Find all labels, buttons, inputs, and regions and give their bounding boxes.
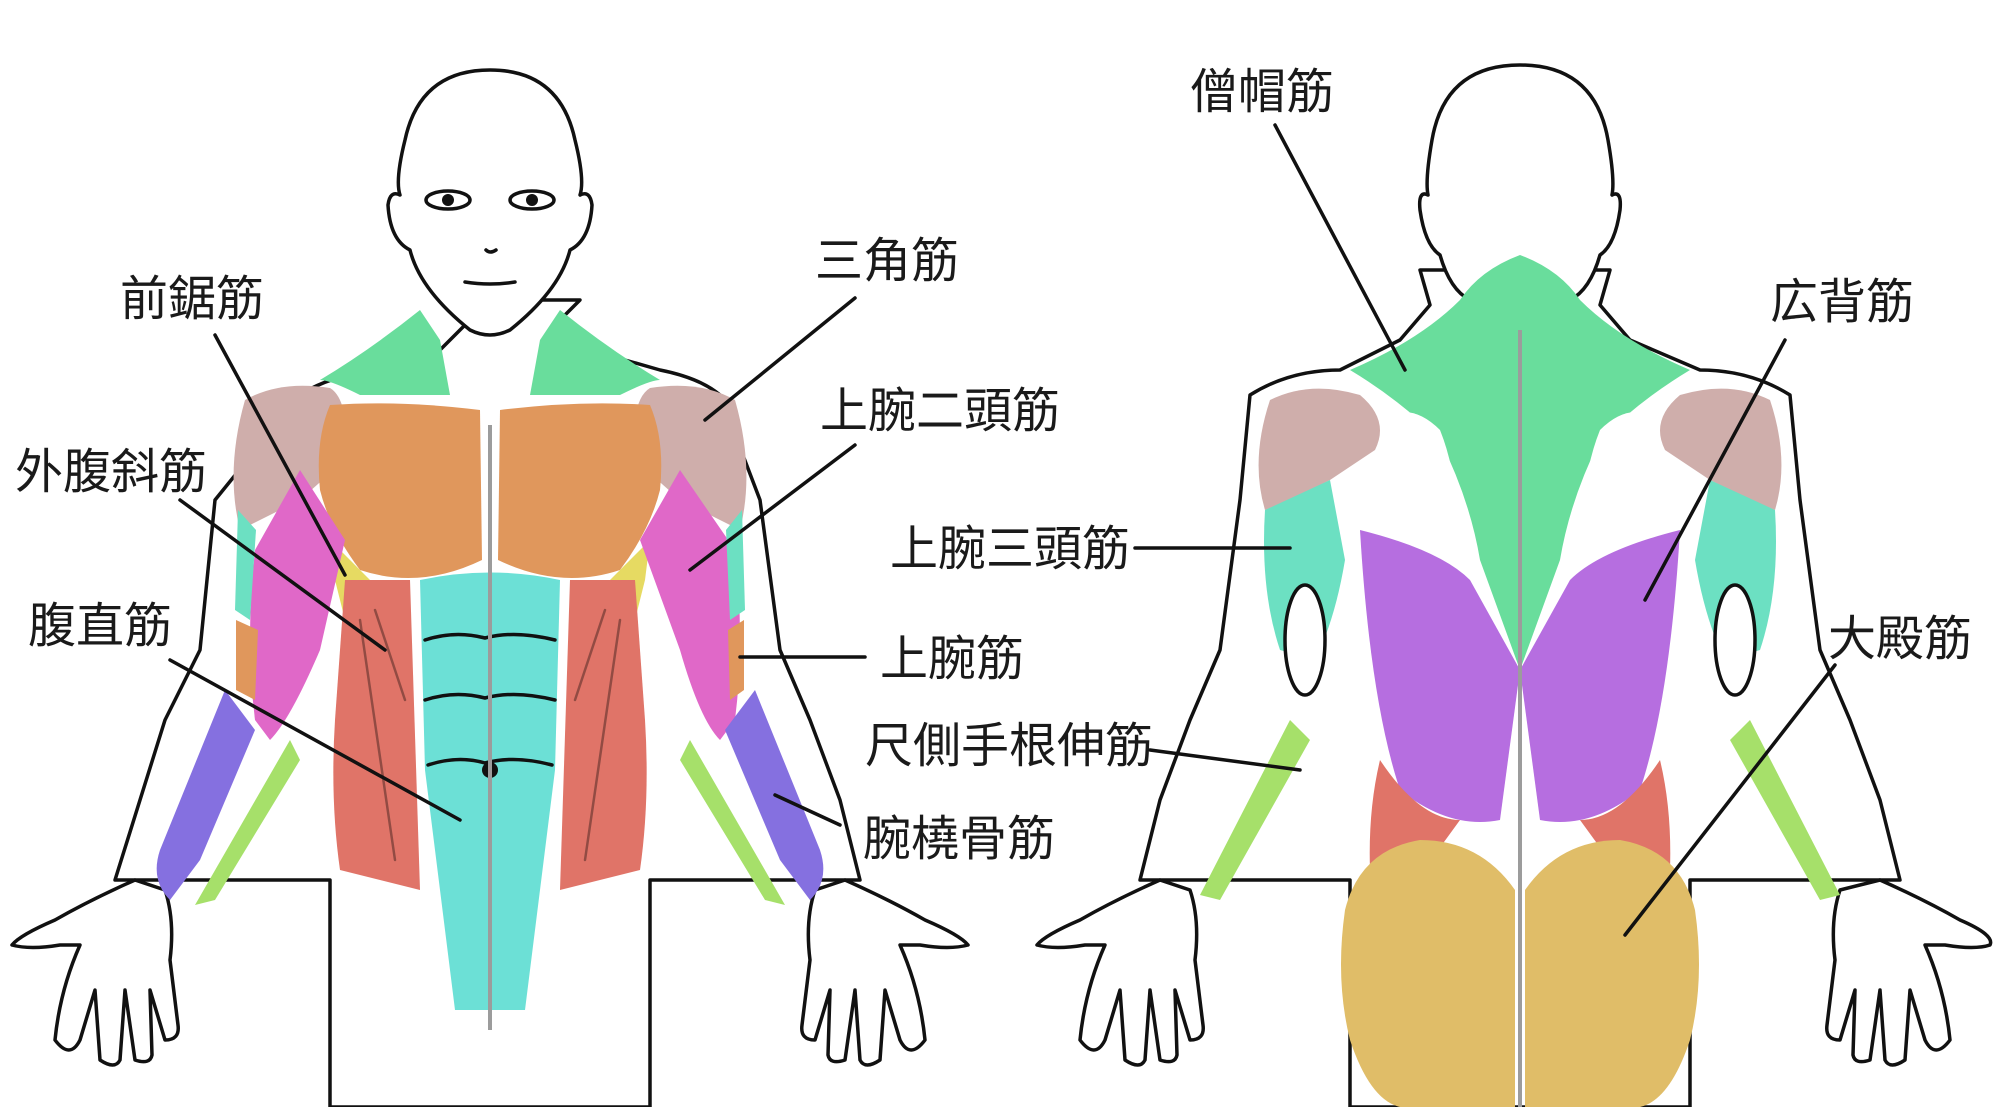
- labels: 前鋸筋 三角筋 上腕二頭筋 外腹斜筋 腹直筋 上腕筋 腕橈骨筋 上腕三頭筋 尺側…: [15, 64, 1972, 867]
- label-rectus-abdominis: 腹直筋: [28, 598, 172, 654]
- back-latissimus-right: [1520, 530, 1680, 822]
- leader-lines: [168, 123, 1837, 937]
- front-pectoral-right: [498, 403, 662, 578]
- label-brachioradialis: 腕橈骨筋: [863, 811, 1055, 867]
- back-deltoid-left: [1258, 388, 1380, 510]
- back-gluteus-right: [1525, 840, 1699, 1107]
- front-oblique-detail-l1: [358, 618, 397, 862]
- leader-brachioradialis: [773, 793, 842, 827]
- back-scapula-right: [1584, 412, 1669, 540]
- front-oblique-detail-r2: [573, 608, 607, 702]
- back-elbow-right: [1713, 583, 1757, 697]
- label-deltoid: 三角筋: [815, 233, 959, 289]
- front-brachialis-left: [236, 620, 258, 700]
- label-serratus-anterior: 前鋸筋: [120, 271, 264, 327]
- label-latissimus-dorsi: 広背筋: [1770, 274, 1914, 330]
- label-trapezius: 僧帽筋: [1190, 64, 1334, 120]
- leader-serratus: [213, 333, 347, 577]
- front-oblique-detail-r1: [583, 618, 622, 862]
- front-trapezius: [320, 310, 450, 395]
- front-figure: [10, 68, 970, 1107]
- front-left-pupil: [442, 194, 454, 206]
- front-left-hand: [10, 878, 180, 1067]
- back-left-hand: [1035, 878, 1205, 1067]
- leader-oblique: [178, 498, 387, 652]
- front-abs-line-1: [423, 632, 557, 642]
- front-oblique-right: [560, 580, 647, 890]
- label-extensor-carpi-ulnaris: 尺側手根伸筋: [865, 718, 1153, 774]
- leader-rectus: [168, 658, 462, 822]
- front-head: [386, 68, 594, 337]
- label-triceps: 上腕三頭筋: [890, 521, 1130, 577]
- front-forearm-green-left: [195, 740, 300, 905]
- front-deltoid-right: [634, 385, 747, 530]
- front-trapezius-right: [530, 310, 660, 395]
- leader-biceps: [688, 443, 857, 572]
- front-right-pupil: [526, 194, 538, 206]
- label-gluteus-maximus: 大殿筋: [1828, 611, 1972, 667]
- back-triceps-right: [1695, 480, 1776, 660]
- front-forearm-green-right: [680, 740, 785, 905]
- front-abs-line-3: [426, 757, 554, 767]
- back-right-hand: [1825, 878, 1993, 1067]
- front-nose: [484, 248, 498, 254]
- leader-extensor: [1148, 748, 1302, 772]
- leader-latissimus: [1643, 338, 1787, 602]
- label-brachialis: 上腕筋: [880, 631, 1024, 687]
- label-external-oblique: 外腹斜筋: [15, 444, 207, 500]
- front-biceps-left: [250, 470, 345, 740]
- front-pectoral-left: [318, 403, 482, 578]
- front-oblique-detail-l2: [373, 608, 407, 702]
- back-forearm-green-left: [1200, 720, 1310, 900]
- back-elbow-left: [1283, 583, 1327, 697]
- front-oblique-left: [333, 580, 420, 890]
- back-scapula-left: [1371, 412, 1456, 540]
- front-mouth: [463, 280, 517, 286]
- back-triceps-left: [1264, 480, 1345, 660]
- front-biceps-right: [640, 470, 740, 740]
- front-triceps-left: [235, 510, 256, 620]
- back-figure: [1035, 63, 1993, 1107]
- leader-trapezius: [1273, 123, 1407, 372]
- leader-deltoid: [703, 296, 857, 422]
- front-brachialis-right: [728, 620, 744, 700]
- label-biceps: 上腕二頭筋: [820, 383, 1060, 439]
- back-latissimus-left: [1360, 530, 1520, 822]
- leader-gluteus: [1623, 663, 1837, 937]
- front-right-hand: [800, 878, 970, 1067]
- back-gluteus-left: [1341, 840, 1515, 1107]
- back-deltoid-right: [1660, 388, 1782, 510]
- front-brachioradialis-left: [156, 690, 255, 900]
- front-abs-line-2: [423, 692, 557, 702]
